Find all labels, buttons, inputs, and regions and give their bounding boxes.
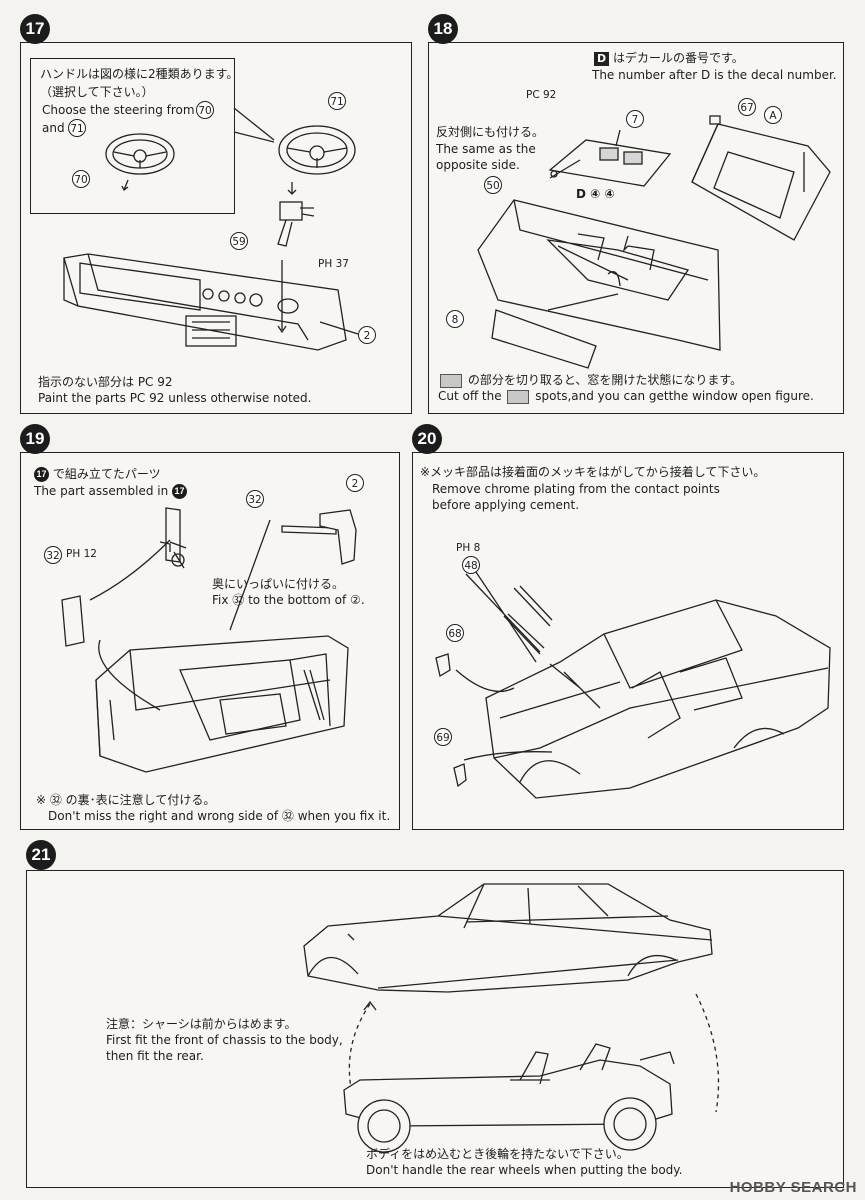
interior-door-panel-drawing	[548, 129, 672, 187]
step-18-opposite-en-1: The same as the	[436, 142, 536, 156]
step-20-note-jp: ※メッキ部品は接着面のメッキをはがしてから接着して下さい。	[420, 465, 766, 479]
step-17-callout-box	[30, 58, 235, 214]
part-32-label-2: 32	[44, 546, 62, 564]
callout-pointer	[233, 107, 275, 143]
step-21-badge: 21	[26, 840, 56, 870]
part-32-small-drawing	[61, 595, 85, 647]
chassis-21-drawing	[343, 1043, 675, 1153]
chassis-tub-drawing	[477, 199, 721, 369]
step-17-note-en-2: and	[42, 121, 65, 135]
part-8-label: 8	[446, 310, 464, 328]
step-19-note-en: The part assembled in	[34, 484, 169, 498]
mirror-69-drawing	[453, 763, 467, 788]
step-20-note-en-1: Remove chrome plating from the contact p…	[432, 482, 720, 496]
step-18-decal-ref: D ④ ④	[576, 187, 615, 201]
step-19-note-jp-line: 17 で組み立てたパーツ	[34, 466, 161, 483]
step-18-footer-en-line: Cut off the spots,and you can getthe win…	[438, 388, 814, 405]
step-19-paint-code: PH 12	[66, 548, 97, 560]
step-20-note-en-2: before applying cement.	[432, 498, 580, 512]
part-A-label: A	[764, 106, 782, 124]
part-69-label: 69	[434, 728, 452, 746]
step-19-footer-en: Don't miss the right and wrong side of ㉜…	[48, 809, 391, 823]
step-19-fix-en: Fix ㉜ to the bottom of ②.	[212, 593, 365, 607]
part-2-label: 2	[358, 326, 376, 344]
chassis-tub-19-drawing	[95, 635, 349, 773]
decal-letter-icon: D	[594, 51, 610, 66]
part-7-label: 7	[626, 110, 644, 128]
step-21-bottom-jp: ボディをはめ込むとき後輪を持たないで下さい。	[366, 1147, 629, 1161]
part-70-marker: 70	[196, 101, 214, 119]
part-67-label: 67	[738, 98, 756, 116]
part-2-label-19: 2	[346, 474, 364, 492]
step-18-opposite-jp: 反対側にも付ける。	[436, 125, 545, 139]
step-19-leader-lines	[89, 519, 271, 711]
steering-wheel-70-drawing	[105, 133, 175, 191]
part-71-label: 71	[328, 92, 346, 110]
step-17-paint-code: PH 37	[318, 258, 349, 270]
step-17-footer-en: Paint the parts PC 92 unless otherwise n…	[38, 391, 312, 405]
step-21-caution-jp: 注意：シャーシは前からはめます。	[106, 1017, 297, 1031]
step-19-footer-jp: ※ ㉜ の裏･表に注意して付ける。	[36, 793, 216, 807]
step-19-note-jp: で組み立てたパーツ	[52, 467, 161, 481]
step-21-caution-en-1: First fit the front of chassis to the bo…	[106, 1033, 343, 1047]
step-18-badge: 18	[428, 14, 458, 44]
step-18-footer-en-b: spots,and you can getthe window open fig…	[535, 389, 814, 403]
steering-wheel-71-drawing	[278, 125, 356, 175]
step-17-ref-icon-2: 17	[172, 484, 188, 499]
step-19-note-en-line: The part assembled in 17	[34, 483, 188, 500]
wiper-parts-48-drawing	[503, 585, 553, 655]
step-17-footer-jp: 指示のない部分は PC 92	[38, 375, 173, 389]
part-68-label: 68	[446, 624, 464, 642]
car-body-20-drawing	[485, 599, 831, 799]
step-18-decal-jp: はデカールの番号です。	[612, 51, 744, 65]
dashboard-assembly-drawing	[159, 507, 187, 569]
part-70-label: 70	[72, 170, 90, 188]
step-18-footer-jp: の部分を切り取ると、窓を開けた状態になります。	[467, 373, 743, 387]
step-21-caution-en-2: then fit the rear.	[106, 1049, 204, 1063]
part-32-label: 32	[246, 490, 264, 508]
fit-arrows-drawing	[348, 993, 720, 1115]
step-17-badge: 17	[20, 14, 50, 44]
step-19-badge: 19	[20, 424, 50, 454]
step-18-decal-en: The number after D is the decal number.	[592, 68, 837, 82]
step-18-paint-code: PC 92	[526, 89, 557, 101]
rear-deck-part-A-drawing	[691, 115, 831, 241]
part-71-marker: 71	[68, 119, 86, 137]
step-18-opposite-en-2: opposite side.	[436, 158, 520, 172]
part-59-label: 59	[230, 232, 248, 250]
part-48-label: 48	[462, 556, 480, 574]
step-18-footer-jp-line: の部分を切り取ると、窓を開けた状態になります。	[438, 372, 742, 389]
hobby-search-watermark: HOBBY SEARCH	[729, 1179, 857, 1196]
step-17-note-en-1: Choose the steering from	[42, 103, 195, 117]
dashboard-part-2-drawing	[63, 253, 359, 351]
steering-column-59-drawing	[277, 182, 315, 247]
step-20-leader-lines	[455, 571, 553, 761]
step-21-bottom-en: Don't handle the rear wheels when puttin…	[366, 1163, 683, 1177]
car-body-21-drawing	[303, 883, 713, 993]
step-20-paint-code: PH 8	[456, 542, 481, 554]
step-18-decal-jp-line: D はデカールの番号です。	[594, 50, 744, 67]
step-20-badge: 20	[412, 424, 442, 454]
step-17-note-jp-2: （選択して下さい。）	[40, 85, 154, 99]
step-18-footer-en-a: Cut off the	[438, 389, 502, 403]
cut-area-swatch-icon-2	[507, 389, 530, 404]
mirror-68-drawing	[435, 653, 451, 678]
panel-part-32-drawing	[281, 509, 357, 565]
cut-area-swatch-icon	[440, 373, 462, 388]
step-17-note-jp-1: ハンドルは図の様に2種類あります。	[40, 67, 239, 81]
step-17-ref-icon: 17	[34, 467, 49, 482]
part-50-label: 50	[484, 176, 502, 194]
